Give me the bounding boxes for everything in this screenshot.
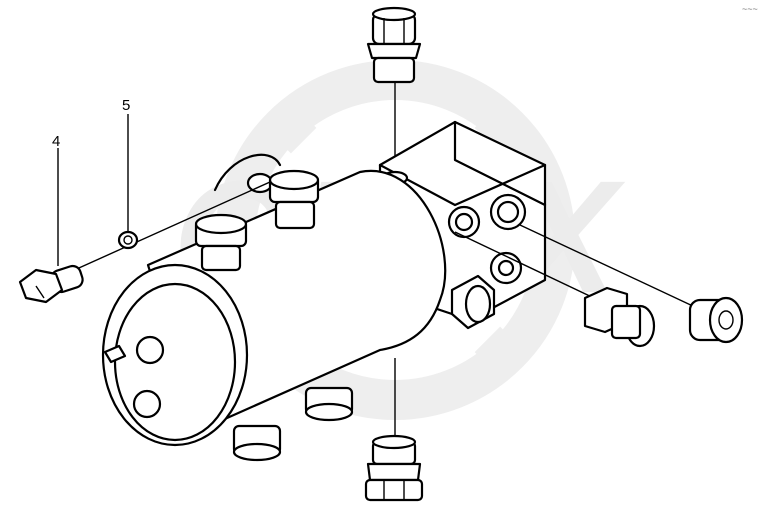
callout-label-5: 5	[122, 97, 130, 114]
washer	[117, 230, 139, 250]
fitting-lower-a	[304, 386, 354, 422]
callout-label-4: 4	[52, 133, 60, 150]
bolt	[18, 264, 84, 304]
fitting-upper-b	[194, 213, 248, 272]
top-fitting	[366, 6, 422, 84]
fitting-block-front	[450, 274, 496, 330]
fitting-upper-a	[268, 169, 320, 230]
union-fitting-right	[583, 286, 656, 348]
axis-line-bolt	[69, 181, 271, 273]
axis-line-plug	[519, 224, 713, 316]
bottom-fitting	[364, 434, 424, 502]
fitting-lower-b	[232, 424, 282, 462]
corner-mark: ~~~	[742, 4, 758, 14]
plug-right	[688, 296, 744, 344]
